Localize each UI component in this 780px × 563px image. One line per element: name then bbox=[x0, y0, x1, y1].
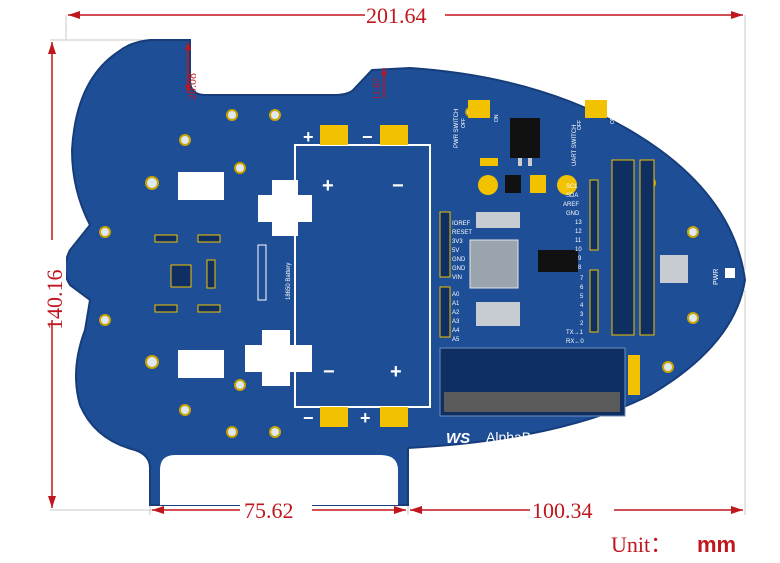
notch-depth-label: 20.08 bbox=[185, 73, 199, 100]
digital-label-12: 12 bbox=[575, 229, 582, 235]
digital-label-10: 10 bbox=[575, 247, 582, 253]
battery-label: 18650 Battery bbox=[286, 263, 292, 300]
digital-label-6: 6 bbox=[580, 285, 584, 291]
brand-name: AlphaBot bbox=[486, 429, 543, 445]
minus-sign-top: − bbox=[362, 127, 373, 147]
uart-switch-label: UART SWITCH bbox=[572, 125, 578, 166]
analog-label-a2: A2 bbox=[452, 310, 460, 316]
unit-label: Unit： mm bbox=[611, 532, 736, 557]
digital-label-tx: TX→1 bbox=[566, 330, 584, 336]
analog-label-a4: A4 bbox=[452, 328, 460, 334]
analog-label-a3: A3 bbox=[452, 319, 460, 325]
digital-label-sda: SDA bbox=[566, 193, 578, 199]
rear-width-label: 75.62 bbox=[244, 498, 294, 523]
header-label-vin: VIN bbox=[452, 275, 462, 281]
minus-sign-bottom: − bbox=[303, 408, 314, 428]
digital-label-gnd: GND bbox=[566, 211, 580, 217]
on-label-1: ON bbox=[494, 114, 500, 122]
header-label-reset: RESET bbox=[452, 230, 472, 236]
off-label-2: OFF bbox=[577, 120, 583, 130]
header-label-5v: 5V bbox=[452, 248, 459, 254]
digital-label-11: 11 bbox=[575, 238, 582, 244]
plus-sign-battery-bottom: + bbox=[390, 361, 402, 383]
off-label-1: OFF bbox=[461, 118, 467, 128]
front-width-label: 100.34 bbox=[532, 498, 593, 523]
pwr-switch-label: PWR SWITCH bbox=[454, 109, 460, 148]
overall-height-label: 140.16 bbox=[42, 270, 67, 331]
analog-label-a5: A5 bbox=[452, 337, 460, 343]
minus-sign-battery-top: − bbox=[392, 175, 404, 197]
board-notch-bottom bbox=[160, 455, 398, 505]
digital-label-9: 9 bbox=[578, 256, 582, 262]
plus-sign-top: + bbox=[303, 127, 314, 147]
plus-sign-bottom: + bbox=[360, 408, 371, 428]
header-label-ioref: IOREF bbox=[452, 221, 471, 227]
digital-label-7: 7 bbox=[580, 276, 584, 282]
digital-label-2: 2 bbox=[580, 321, 584, 327]
digital-label-rx: RX←0 bbox=[566, 339, 584, 345]
plus-sign-battery-top: + bbox=[322, 175, 334, 197]
digital-label-aref: AREF bbox=[563, 202, 579, 208]
digital-label-3: 3 bbox=[580, 312, 584, 318]
pwr-label: PWR bbox=[713, 269, 720, 285]
header-label-gnd1: GND bbox=[452, 257, 466, 263]
silkscreen-labels: PWR SWITCH UART SWITCH PWR IOREF RESET 3… bbox=[452, 109, 720, 345]
on-label-2: ON bbox=[610, 116, 616, 124]
waveshare-logo: WS bbox=[446, 430, 470, 447]
dimension-labels: 201.64 140.16 20.08 11.87 75.62 100.34 bbox=[40, 2, 614, 524]
electronics-area bbox=[439, 100, 735, 417]
brand: WS AlphaBot bbox=[446, 429, 543, 447]
unit-prefix: Unit： bbox=[611, 532, 672, 557]
header-label-3v3: 3V3 bbox=[452, 239, 463, 245]
digital-label-13: 13 bbox=[575, 220, 582, 226]
digital-label-8: 8 bbox=[578, 265, 582, 271]
digital-label-5: 5 bbox=[580, 294, 584, 300]
left-connectors bbox=[154, 234, 221, 313]
battery-holder: + − + − − + + − 18650 Battery bbox=[257, 125, 431, 428]
analog-label-a0: A0 bbox=[452, 292, 460, 298]
step-offset-label: 11.87 bbox=[372, 78, 383, 100]
analog-label-a1: A1 bbox=[452, 301, 460, 307]
digital-label-scl: SCL bbox=[566, 184, 578, 190]
header-label-gnd2: GND bbox=[452, 266, 466, 272]
digital-label-4: 4 bbox=[580, 303, 584, 309]
minus-sign-battery-bottom: − bbox=[323, 361, 335, 383]
unit-value: mm bbox=[697, 532, 736, 557]
overall-width-label: 201.64 bbox=[366, 3, 427, 28]
motor-cutout-top bbox=[258, 180, 312, 236]
